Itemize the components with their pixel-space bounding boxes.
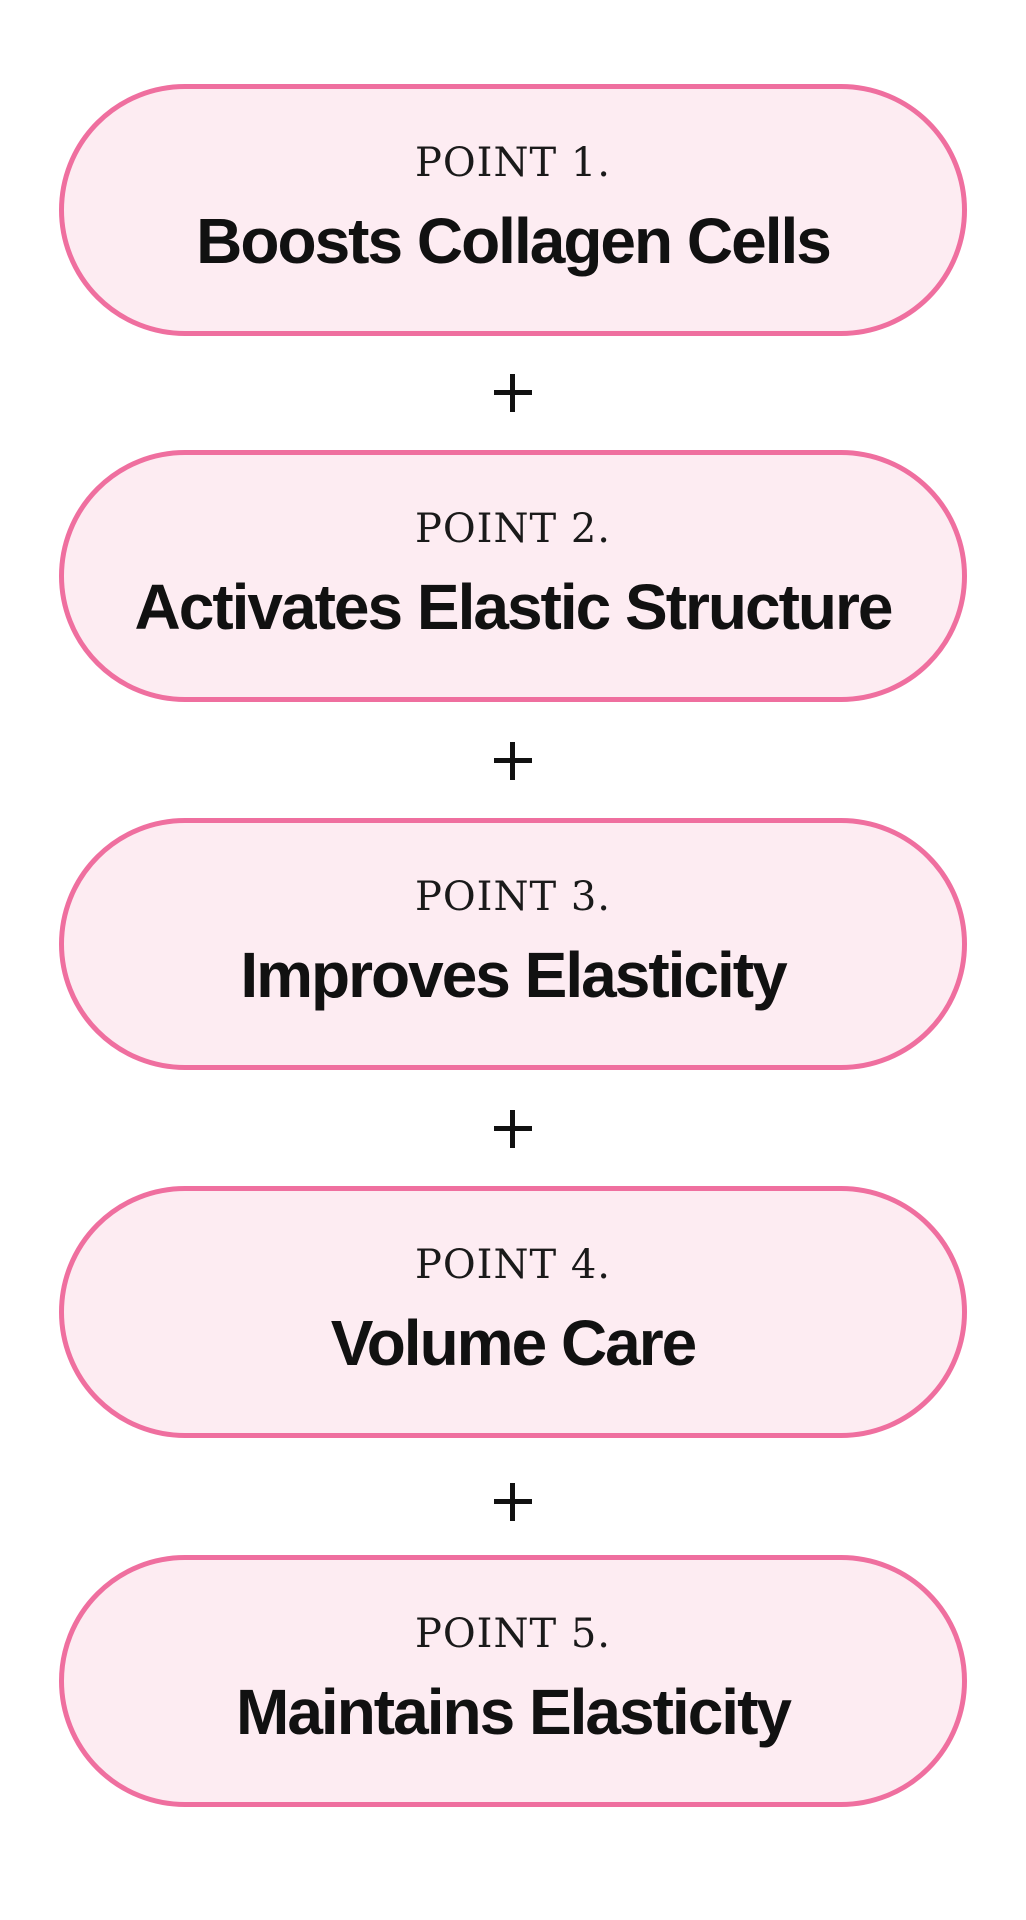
point-title: Improves Elasticity <box>240 939 787 1011</box>
plus-icon <box>494 742 532 780</box>
point-title: Maintains Elasticity <box>236 1676 792 1748</box>
point-number: POINT 2. <box>414 506 612 552</box>
plus-separator <box>0 731 1026 791</box>
plus-icon <box>494 374 532 412</box>
point-number: POINT 5. <box>414 1611 612 1657</box>
point-number: POINT 4. <box>414 1242 612 1288</box>
point-number: POINT 3. <box>414 874 612 920</box>
point-card-4: POINT 4. Volume Care <box>59 1186 967 1438</box>
point-title: Boosts Collagen Cells <box>196 205 832 277</box>
plus-separator <box>0 1472 1026 1532</box>
point-title: Volume Care <box>330 1307 697 1379</box>
plus-separator <box>0 1099 1026 1159</box>
point-title: Activates Elastic Structure <box>134 571 894 643</box>
point-card-5: POINT 5. Maintains Elasticity <box>59 1555 967 1807</box>
point-number: POINT 1. <box>414 140 612 186</box>
point-card-2: POINT 2. Activates Elastic Structure <box>59 450 967 702</box>
plus-icon <box>494 1483 532 1521</box>
point-card-1: POINT 1. Boosts Collagen Cells <box>59 84 967 336</box>
plus-separator <box>0 363 1026 423</box>
point-card-3: POINT 3. Improves Elasticity <box>59 818 967 1070</box>
plus-icon <box>494 1110 532 1148</box>
